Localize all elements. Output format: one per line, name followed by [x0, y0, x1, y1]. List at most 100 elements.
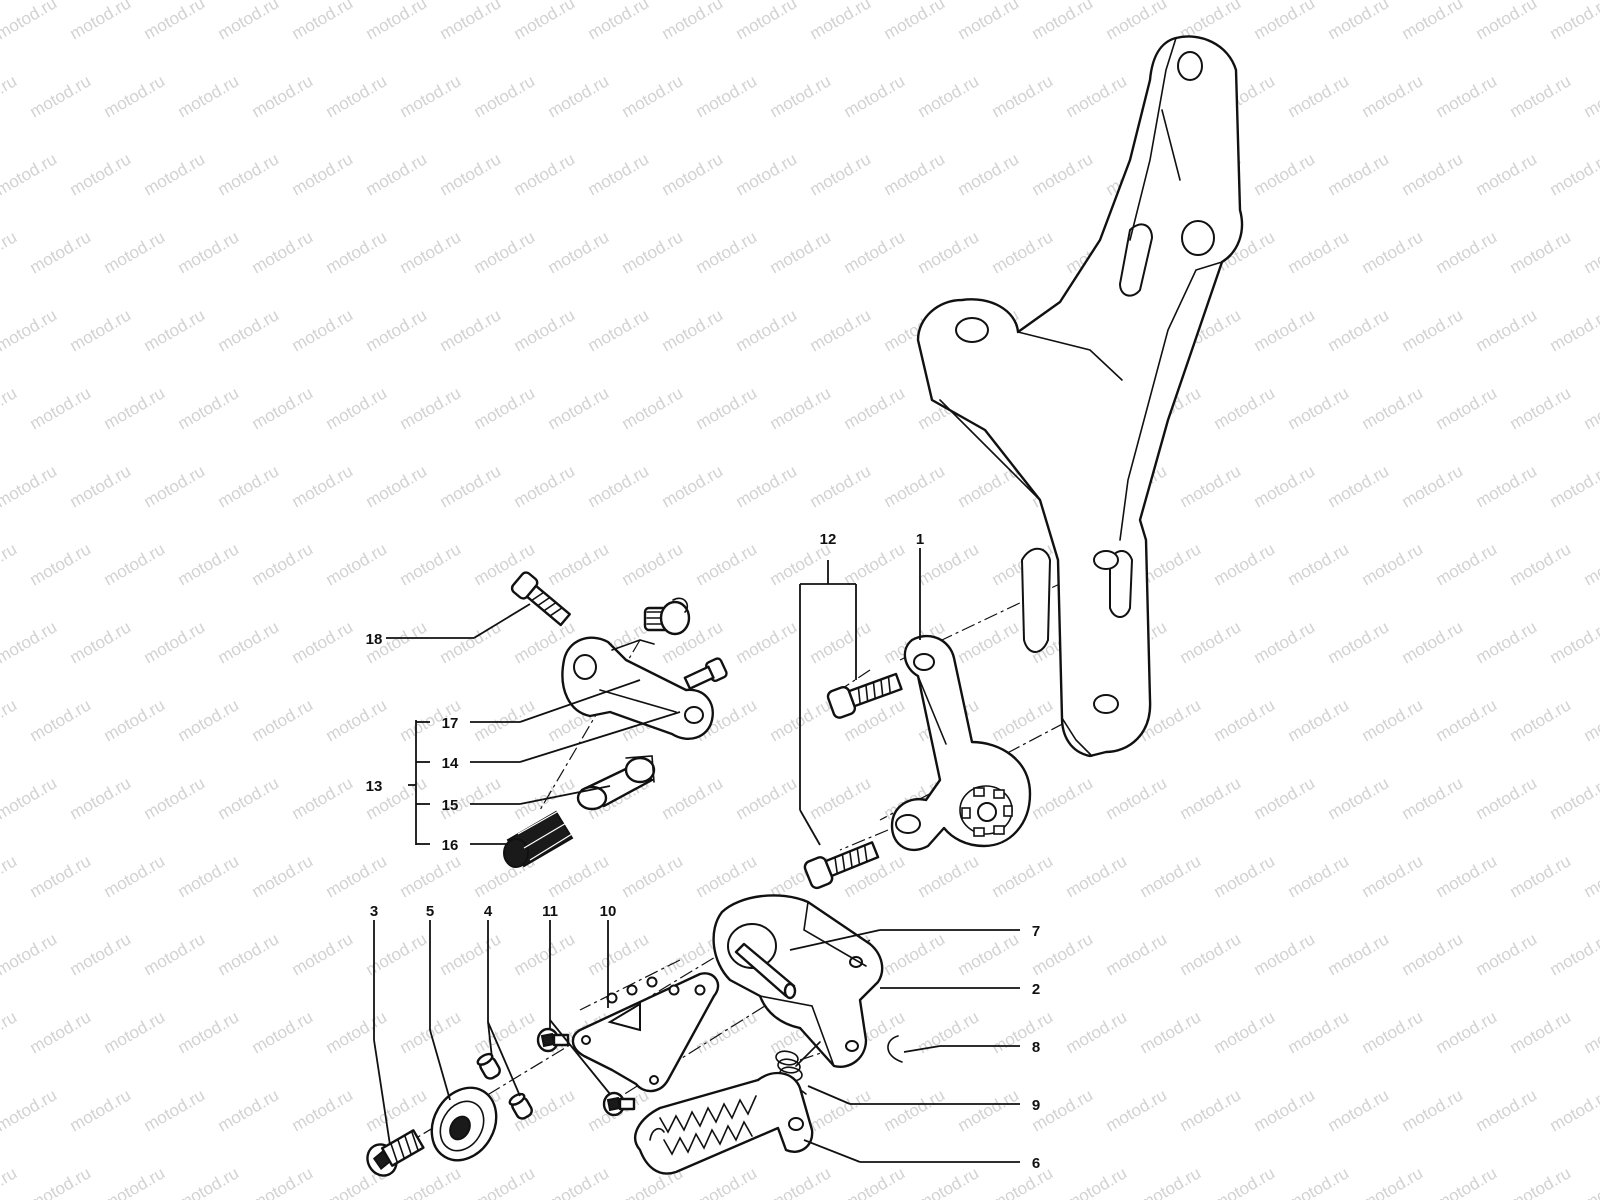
- watermark-text: motod.ru: [1399, 773, 1467, 823]
- watermark-text: motod.ru: [1285, 1163, 1353, 1200]
- watermark-text: motod.ru: [289, 617, 357, 667]
- watermark-text: motod.ru: [1177, 1085, 1245, 1135]
- callout-9: 9: [1032, 1097, 1040, 1114]
- watermark-text: motod.ru: [1359, 383, 1427, 433]
- watermark-text: motod.ru: [1103, 773, 1171, 823]
- watermark-text: motod.ru: [141, 305, 209, 355]
- watermark-text: motod.ru: [1433, 383, 1501, 433]
- watermark-text: motod.ru: [289, 305, 357, 355]
- watermark-text: motod.ru: [323, 539, 391, 589]
- watermark-text: motod.ru: [989, 695, 1057, 745]
- watermark-text: motod.ru: [1285, 227, 1353, 277]
- watermark-text: motod.ru: [1433, 695, 1501, 745]
- watermark-text: motod.ru: [67, 929, 135, 979]
- watermark-text: motod.ru: [1359, 695, 1427, 745]
- callout-7: 7: [1032, 923, 1040, 940]
- watermark-text: motod.ru: [0, 929, 60, 979]
- watermark-text: motod.ru: [363, 1085, 431, 1135]
- watermark-text: motod.ru: [881, 0, 949, 43]
- watermark-text: motod.ru: [1433, 227, 1501, 277]
- watermark-text: motod.ru: [0, 0, 60, 43]
- watermark-text: motod.ru: [67, 617, 135, 667]
- watermark-text: motod.ru: [437, 461, 505, 511]
- callout-2: 2: [1032, 981, 1040, 998]
- watermark-text: motod.ru: [1029, 773, 1097, 823]
- callout-4: 4: [484, 903, 493, 920]
- watermark-text: motod.ru: [915, 71, 983, 121]
- watermark-text: motod.ru: [1285, 71, 1353, 121]
- watermark-text: motod.ru: [67, 773, 135, 823]
- watermark-text: motod.ru: [175, 1007, 243, 1057]
- callout-12: 12: [820, 531, 837, 548]
- watermark-text: motod.ru: [67, 461, 135, 511]
- watermark-text: motod.ru: [27, 851, 95, 901]
- watermark-text: motod.ru: [989, 227, 1057, 277]
- watermark-text: motod.ru: [363, 0, 431, 43]
- watermark-text: motod.ru: [585, 305, 653, 355]
- watermark-text: motod.ru: [733, 149, 801, 199]
- watermark-text: motod.ru: [1547, 929, 1600, 979]
- watermark-text: motod.ru: [619, 71, 687, 121]
- watermark-text: motod.ru: [215, 149, 283, 199]
- watermark-text: motod.ru: [1399, 149, 1467, 199]
- watermark-text: motod.ru: [693, 227, 761, 277]
- watermark-text: motod.ru: [67, 1085, 135, 1135]
- watermark-text: motod.ru: [0, 71, 20, 121]
- watermark-text: motod.ru: [659, 773, 727, 823]
- watermark-text: motod.ru: [619, 851, 687, 901]
- watermark-text: motod.ru: [1325, 617, 1393, 667]
- watermark-text: motod.ru: [881, 929, 949, 979]
- watermark-text: motod.ru: [511, 929, 579, 979]
- watermark-text: motod.ru: [1507, 695, 1575, 745]
- watermark-text: motod.ru: [27, 71, 95, 121]
- watermark-text: motod.ru: [141, 617, 209, 667]
- watermark-text: motod.ru: [1473, 929, 1541, 979]
- watermark-text: motod.ru: [955, 617, 1023, 667]
- watermark-text: motod.ru: [0, 539, 20, 589]
- watermark-text: motod.ru: [545, 383, 613, 433]
- watermark-text: motod.ru: [1581, 1163, 1600, 1200]
- watermark-text: motod.ru: [955, 149, 1023, 199]
- watermark-text: motod.ru: [545, 71, 613, 121]
- callout-13: 13: [366, 778, 383, 795]
- frame-bracket: [916, 35, 1244, 758]
- bolt-part-18: [510, 571, 571, 627]
- watermark-text: motod.ru: [807, 0, 875, 43]
- watermark-text: motod.ru: [27, 695, 95, 745]
- watermark-text: motod.ru: [1211, 851, 1279, 901]
- watermark-text: motod.ru: [0, 149, 60, 199]
- watermark-text: motod.ru: [1251, 149, 1319, 199]
- watermark-text: motod.ru: [733, 773, 801, 823]
- watermark-text: motod.ru: [1547, 305, 1600, 355]
- watermark-text: motod.ru: [585, 0, 653, 43]
- watermark-text: motod.ru: [471, 227, 539, 277]
- watermark-text: motod.ru: [1063, 851, 1131, 901]
- watermark-text: motod.ru: [0, 227, 20, 277]
- watermark-text: motod.ru: [1251, 1085, 1319, 1135]
- watermark-text: motod.ru: [585, 929, 653, 979]
- watermark-text: motod.ru: [1581, 851, 1600, 901]
- watermark-text: motod.ru: [175, 695, 243, 745]
- watermark-text: motod.ru: [27, 539, 95, 589]
- watermark-text: motod.ru: [0, 461, 60, 511]
- callout-14: 14: [442, 755, 459, 772]
- spring-part-9: [775, 1041, 821, 1095]
- callout-6: 6: [1032, 1155, 1040, 1172]
- watermark-text: motod.ru: [511, 305, 579, 355]
- watermark-text: motod.ru: [1399, 617, 1467, 667]
- watermark-text: motod.ru: [437, 929, 505, 979]
- watermark-text: motod.ru: [1547, 0, 1600, 43]
- watermark-text: motod.ru: [397, 383, 465, 433]
- watermark-text: motod.ru: [1325, 773, 1393, 823]
- watermark-text: motod.ru: [915, 851, 983, 901]
- watermark-text: motod.ru: [249, 1007, 317, 1057]
- watermark-text: motod.ru: [511, 149, 579, 199]
- watermark-text: motod.ru: [67, 305, 135, 355]
- watermark-text: motod.ru: [101, 227, 169, 277]
- watermark-text: motod.ru: [1285, 1007, 1353, 1057]
- watermark-text: motod.ru: [1285, 539, 1353, 589]
- watermark-text: motod.ru: [1359, 71, 1427, 121]
- watermark-text: motod.ru: [141, 773, 209, 823]
- watermark-text: motod.ru: [1547, 1085, 1600, 1135]
- watermark-text: motod.ru: [1581, 227, 1600, 277]
